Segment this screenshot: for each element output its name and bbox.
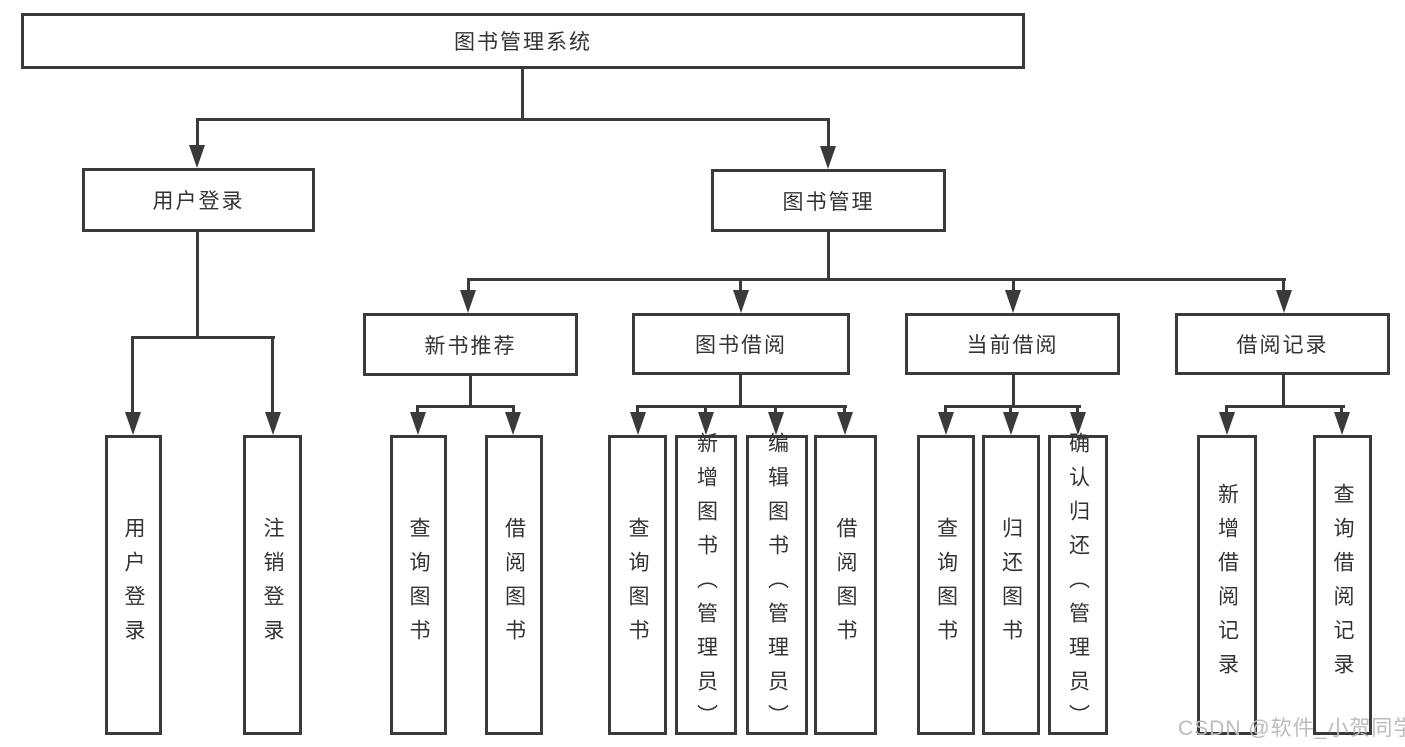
connector-arrow (1003, 412, 1019, 435)
connector-line (1225, 405, 1345, 408)
leaf-user-login: 用户登录 (105, 435, 162, 735)
connector-line (196, 232, 199, 339)
leaf-label: 新增借阅记录 (1215, 483, 1239, 687)
connector-line (944, 405, 947, 417)
connector-arrow (1219, 412, 1235, 435)
connector-arrow (410, 412, 426, 435)
leaf-current-return: 归还图书 (982, 435, 1040, 735)
connector-arrow (630, 412, 646, 435)
watermark-text: CSDN @软件_小贺同学 (1178, 717, 1405, 740)
connector-arrow (698, 412, 714, 435)
leaf-label: 借阅图书 (502, 517, 526, 653)
node-current-borrow-label: 当前借阅 (966, 334, 1059, 357)
connector-line (196, 118, 830, 121)
connector-arrow (938, 412, 954, 435)
node-new-book-recommend: 新书推荐 (363, 313, 578, 376)
leaf-label: 查询借阅记录 (1331, 483, 1354, 687)
node-user-login-label: 用户登录 (152, 190, 245, 213)
leaf-label: 查询图书 (934, 517, 958, 653)
connector-line (1012, 375, 1015, 408)
node-root: 图书管理系统 (21, 13, 1025, 69)
connector-line (467, 278, 1286, 281)
connector-line (196, 118, 199, 150)
connector-line (944, 405, 1081, 408)
connector-arrow (820, 146, 836, 169)
connector-arrow (125, 412, 141, 435)
leaf-borrow-book: 借阅图书 (814, 435, 877, 735)
node-book-borrow: 图书借阅 (632, 313, 850, 375)
connector-line (1225, 405, 1228, 417)
connector-line (416, 405, 419, 417)
connector-arrow (733, 290, 749, 313)
connector-line (774, 405, 777, 417)
connector-line (1282, 278, 1285, 294)
leaf-label: 归还图书 (999, 517, 1023, 653)
leaf-borrow-query: 查询图书 (608, 435, 667, 735)
connector-arrow (1005, 290, 1021, 313)
connector-line (1076, 405, 1079, 417)
connector-line (521, 69, 524, 118)
connector-line (271, 336, 274, 416)
leaf-borrow-add-admin: 新增图书（管理员） (675, 432, 737, 738)
connector-arrow (189, 145, 205, 168)
connector-arrow (1070, 412, 1086, 435)
connector-line (1012, 278, 1015, 294)
leaf-label: 编辑图书（管理员） (765, 432, 789, 738)
connector-line (1009, 405, 1012, 417)
connector-line (827, 232, 830, 281)
leaf-newbook-query: 查询图书 (390, 435, 447, 735)
leaf-current-query: 查询图书 (917, 435, 975, 735)
leaf-label: 借阅图书 (834, 517, 857, 653)
leaf-label: 用户登录 (122, 517, 145, 653)
node-book-borrow-label: 图书借阅 (695, 334, 787, 357)
node-current-borrow: 当前借阅 (905, 313, 1120, 375)
node-user-login: 用户登录 (82, 168, 315, 232)
connector-line (467, 278, 470, 294)
connector-line (1340, 405, 1343, 417)
connector-line (739, 375, 742, 408)
connector-arrow (1334, 412, 1350, 435)
connector-arrow (837, 412, 853, 435)
connector-line (843, 405, 846, 417)
connector-line (416, 405, 515, 408)
node-borrow-records: 借阅记录 (1175, 313, 1390, 375)
connector-line (636, 405, 847, 408)
connector-arrow (265, 412, 281, 435)
connector-line (827, 118, 830, 150)
leaf-record-query: 查询借阅记录 (1313, 435, 1372, 735)
leaf-label: 查询图书 (626, 517, 649, 653)
leaf-newbook-borrow: 借阅图书 (485, 435, 543, 735)
leaf-record-add: 新增借阅记录 (1197, 435, 1257, 735)
node-book-management: 图书管理 (711, 169, 946, 232)
connector-arrow (460, 290, 476, 313)
leaf-logout: 注销登录 (243, 435, 302, 735)
node-borrow-records-label: 借阅记录 (1236, 334, 1329, 357)
leaf-label: 确认归还（管理员） (1066, 432, 1090, 738)
node-root-label: 图书管理系统 (454, 31, 592, 54)
connector-arrow (768, 412, 784, 435)
leaf-current-confirm-admin: 确认归还（管理员） (1048, 432, 1108, 738)
connector-line (131, 336, 275, 339)
leaf-label: 查询图书 (407, 517, 430, 653)
connector-line (469, 375, 472, 408)
node-book-management-label: 图书管理 (782, 190, 875, 214)
leaf-label: 新增图书（管理员） (694, 432, 718, 738)
leaf-label: 注销登录 (261, 517, 284, 653)
leaf-borrow-edit-admin: 编辑图书（管理员） (746, 432, 808, 738)
connector-line (131, 336, 134, 416)
node-new-book-recommend-label: 新书推荐 (424, 334, 517, 358)
connector-line (512, 405, 515, 417)
connector-arrow (505, 412, 521, 435)
connector-line (1282, 375, 1285, 408)
connector-line (704, 405, 707, 417)
connector-line (636, 405, 639, 417)
connector-arrow (1276, 290, 1292, 313)
connector-line (739, 278, 742, 294)
